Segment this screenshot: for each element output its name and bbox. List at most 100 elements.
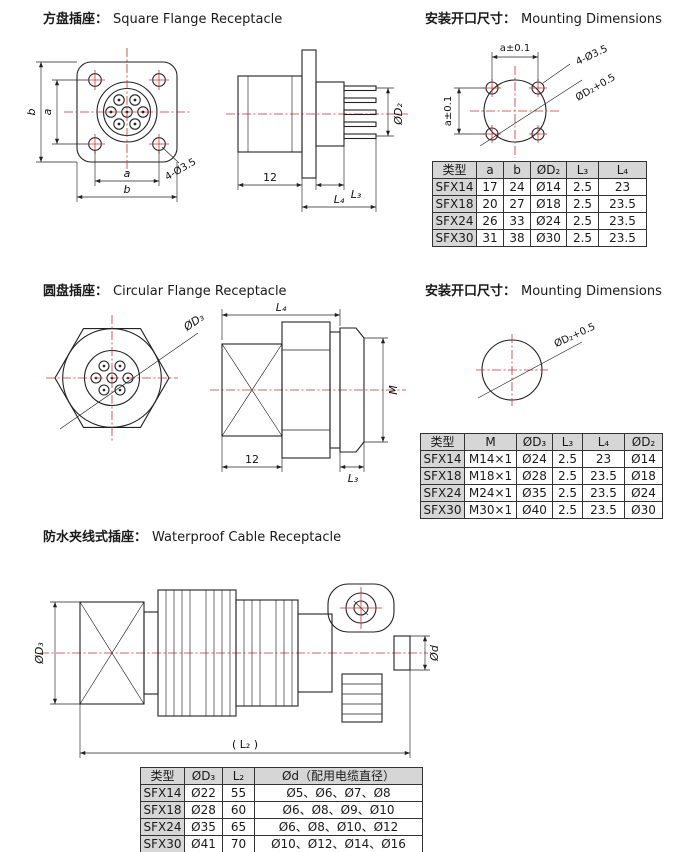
mounting-title-square-en: Mounting Dimensions (521, 12, 662, 27)
dim-12: 12 (245, 453, 259, 466)
section-title-circular-flange: 圆盘插座：Circular Flange Receptacle (43, 280, 287, 299)
spec-cell: 2.5 (552, 501, 583, 519)
cutout-callout: ØD₂+0.5 (574, 71, 618, 103)
spec-cell: Ø41 (184, 835, 223, 852)
spec-cell: 20 (476, 195, 504, 213)
spec-cell: Ø14 (624, 450, 663, 468)
section-title-square-flange: 方盘插座：Square Flange Receptacle (43, 8, 282, 27)
col-header: L₃ (552, 433, 583, 451)
dim-l4: L₄ (276, 301, 287, 314)
col-header: L₄ (598, 161, 647, 179)
spec-cell: M30×1 (464, 501, 517, 519)
spec-cell: 2.5 (566, 195, 599, 213)
holes-callout-mount: 4-Ø3.5 (574, 43, 610, 68)
spec-cell: 2.5 (552, 484, 583, 502)
square-spec-table: 类型 a b ØD₂ L₃ L₄ SFX14 17 24 Ø14 2.5 23 … (432, 161, 647, 247)
dim-dia-d3: ØD₃ (181, 310, 207, 334)
spec-cell: Ø30 (624, 501, 663, 519)
section-title-waterproof: 防水夹线式插座：Waterproof Cable Receptacle (43, 526, 341, 545)
table-row: SFX24 M24×1 Ø35 2.5 23.5 Ø24 (420, 484, 663, 502)
spec-row-header: SFX14 (140, 784, 185, 802)
table-row: SFX14 Ø22 55 Ø5、Ø6、Ø7、Ø8 (140, 784, 423, 802)
table-row: SFX30 31 38 Ø30 2.5 23.5 (432, 229, 647, 247)
dim-a-left: a (41, 108, 54, 115)
spec-cell: 23 (582, 450, 625, 468)
dim-a-tol-left: a±0.1 (443, 96, 454, 126)
spec-cell: 17 (476, 178, 504, 196)
spec-cell: 27 (503, 195, 531, 213)
spec-cell: 23.5 (598, 229, 647, 247)
mounting-title-circular-en: Mounting Dimensions (521, 284, 662, 299)
col-header: L₂ (222, 767, 255, 785)
spec-row-header: SFX18 (432, 195, 477, 213)
dim-l3: L₃ (348, 472, 359, 485)
spec-cell: 2.5 (566, 212, 599, 230)
dim-b-left: b (25, 108, 38, 115)
waterproof-drawing: ØD₃ Ød (33, 583, 441, 758)
mounting-title-circular-zh: 安装开口尺寸： (425, 284, 517, 299)
spec-cell: Ø35 (516, 484, 553, 502)
spec-cell: Ø28 (516, 467, 553, 485)
dim-l3: L₃ (351, 188, 362, 201)
col-header: 类型 (432, 161, 477, 179)
table-row: SFX30 Ø41 70 Ø10、Ø12、Ø14、Ø16 (140, 835, 423, 852)
waterproof-spec-table: 类型 ØD₃ L₂ Ød（配用电缆直径） SFX14 Ø22 55 Ø5、Ø6、… (140, 767, 423, 852)
mounting-title-square-zh: 安装开口尺寸： (425, 12, 517, 27)
dim-dia-d: Ød (428, 644, 441, 662)
spec-cell: Ø24 (530, 212, 567, 230)
spec-cell: 23.5 (598, 212, 647, 230)
spec-cell: Ø22 (184, 784, 223, 802)
spec-cell: Ø6、Ø8、Ø10、Ø12 (254, 818, 423, 836)
dim-dia-d3: ØD₃ (33, 642, 46, 665)
spec-cell: Ø30 (530, 229, 567, 247)
section-title-square-en: Square Flange Receptacle (113, 12, 283, 27)
circular-mounting-drawing: ØD₂+0.5 (476, 321, 597, 406)
spec-cell: M18×1 (464, 467, 517, 485)
circular-spec-table: 类型 M ØD₃ L₃ L₄ ØD₂ SFX14 M14×1 Ø24 2.5 2… (420, 433, 663, 519)
dim-l4: L₄ (334, 193, 345, 206)
table-row: SFX18 20 27 Ø18 2.5 23.5 (432, 195, 647, 213)
col-header: 类型 (140, 767, 185, 785)
dim-12: 12 (263, 171, 277, 184)
spec-row-header: SFX14 (432, 178, 477, 196)
spec-cell: 23.5 (582, 484, 625, 502)
spec-cell: Ø18 (530, 195, 567, 213)
spec-cell: Ø5、Ø6、Ø7、Ø8 (254, 784, 423, 802)
spec-cell: 2.5 (566, 229, 599, 247)
spec-row-header: SFX24 (432, 212, 477, 230)
table-header-row: 类型 a b ØD₂ L₃ L₄ (432, 161, 647, 179)
dim-b-bottom: b (124, 183, 131, 196)
spec-cell: Ø6、Ø8、Ø9、Ø10 (254, 801, 423, 819)
square-mounting-drawing: a±0.1 a±0.1 4-Ø3.5 ØD₂+0.5 (443, 43, 618, 158)
table-header-row: 类型 ØD₃ L₂ Ød（配用电缆直径） (140, 767, 423, 785)
spec-row-header: SFX18 (420, 467, 465, 485)
spec-cell: 23.5 (598, 195, 647, 213)
col-header: a (476, 161, 504, 179)
spec-cell: M24×1 (464, 484, 517, 502)
table-row: SFX24 26 33 Ø24 2.5 23.5 (432, 212, 647, 230)
spec-row-header: SFX30 (140, 835, 185, 852)
spec-row-header: SFX24 (140, 818, 185, 836)
dim-l2: ( L₂ ) (232, 738, 258, 751)
spec-cell: 23.5 (582, 467, 625, 485)
spec-cell: 23.5 (582, 501, 625, 519)
col-header: ØD₂ (624, 433, 663, 451)
spec-cell: 55 (222, 784, 255, 802)
spec-row-header: SFX14 (420, 450, 465, 468)
spec-cell: 2.5 (552, 450, 583, 468)
table-header-row: 类型 M ØD₃ L₃ L₄ ØD₂ (420, 433, 663, 451)
table-row: SFX18 M18×1 Ø28 2.5 23.5 Ø18 (420, 467, 663, 485)
spec-cell: Ø24 (624, 484, 663, 502)
spec-cell: Ø40 (516, 501, 553, 519)
table-row: SFX14 17 24 Ø14 2.5 23 (432, 178, 647, 196)
spec-row-header: SFX18 (140, 801, 185, 819)
circular-side-drawing: L₄ M 12 L₃ (210, 301, 406, 485)
spec-cell: 24 (503, 178, 531, 196)
square-side-drawing: ØD₂ 12 L₃ L₄ (226, 49, 408, 212)
spec-cell: 23 (598, 178, 647, 196)
table-row: SFX30 M30×1 Ø40 2.5 23.5 Ø30 (420, 501, 663, 519)
section-title-circular-zh: 圆盘插座： (43, 284, 109, 299)
col-header: ØD₃ (516, 433, 553, 451)
spec-row-header: SFX30 (420, 501, 465, 519)
mounting-title-circular: 安装开口尺寸： Mounting Dimensions (425, 280, 662, 299)
